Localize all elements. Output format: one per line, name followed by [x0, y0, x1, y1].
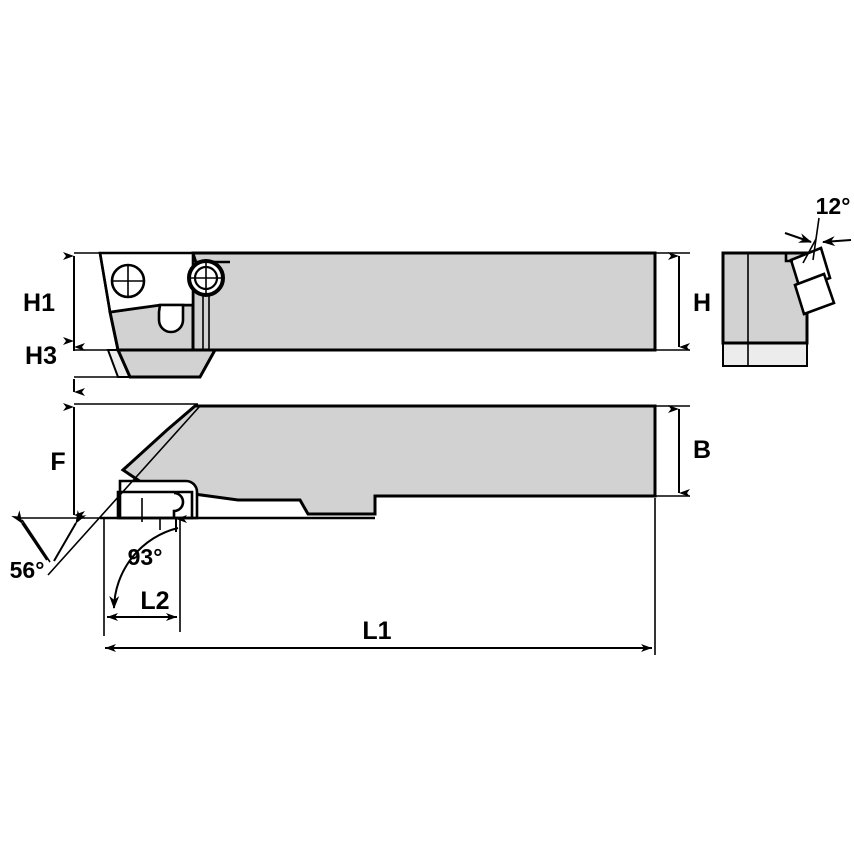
angle-56-arc-arrow-top	[11, 510, 48, 561]
h3-label: H3	[25, 342, 57, 370]
f-label: F	[50, 448, 65, 476]
side-view-insert-front-edge	[98, 252, 120, 351]
end-view-top-notch	[784, 253, 793, 263]
angle-56-label: 56°	[10, 557, 45, 583]
angle-12-slant-line	[802, 238, 817, 264]
dimension-h1: H1	[23, 252, 196, 351]
angle-12-label: 12°	[816, 193, 851, 219]
angle-93-label: 93°	[128, 544, 163, 570]
end-view-shank-body	[721, 251, 809, 345]
angle-93-indicator: 93°	[109, 515, 187, 609]
h-label: H	[693, 289, 711, 317]
angle-56-arc-arrow-bottom	[53, 510, 87, 562]
side-view-shank-body	[191, 251, 657, 352]
dimension-h3: H3	[25, 337, 132, 396]
angle-93-arc	[109, 527, 179, 609]
end-view-lower-band	[722, 342, 808, 367]
dimension-l1: L1	[105, 498, 656, 655]
side-view-clamp-hook	[157, 303, 185, 334]
side-elevation-view: H1 H3 H	[23, 251, 711, 396]
plan-view-insert-pocket	[118, 479, 199, 520]
l1-label: L1	[362, 617, 391, 645]
plan-view-shank-body	[120, 404, 657, 516]
plan-view-pocket-screw	[172, 491, 185, 518]
end-front-view: 12°	[721, 193, 852, 367]
angle-56-leg-a	[21, 519, 51, 563]
h1-label: H1	[23, 289, 55, 317]
b-label: B	[693, 436, 711, 464]
l2-label: L2	[140, 587, 169, 615]
side-view-head-underside	[115, 348, 218, 379]
side-view-clamp-screw	[110, 263, 146, 299]
angle-12-arrow-right	[822, 236, 852, 247]
plan-top-view: F B 56° 93°	[10, 403, 711, 655]
side-view-lock-screw	[187, 259, 225, 297]
dimension-b: B	[653, 405, 711, 497]
dimension-h: H	[653, 252, 711, 351]
angle-12-arrow-left	[784, 232, 812, 243]
angle-56-indicator: 56°	[10, 510, 87, 583]
plan-view-lead-edge-line	[47, 405, 201, 576]
dimension-f: F	[50, 403, 198, 519]
end-view-insert-lower	[793, 272, 836, 316]
dimension-l2: L2	[107, 518, 181, 632]
plan-view-nose-chamfer	[122, 405, 196, 471]
angle-12-indicator: 12°	[784, 193, 852, 264]
